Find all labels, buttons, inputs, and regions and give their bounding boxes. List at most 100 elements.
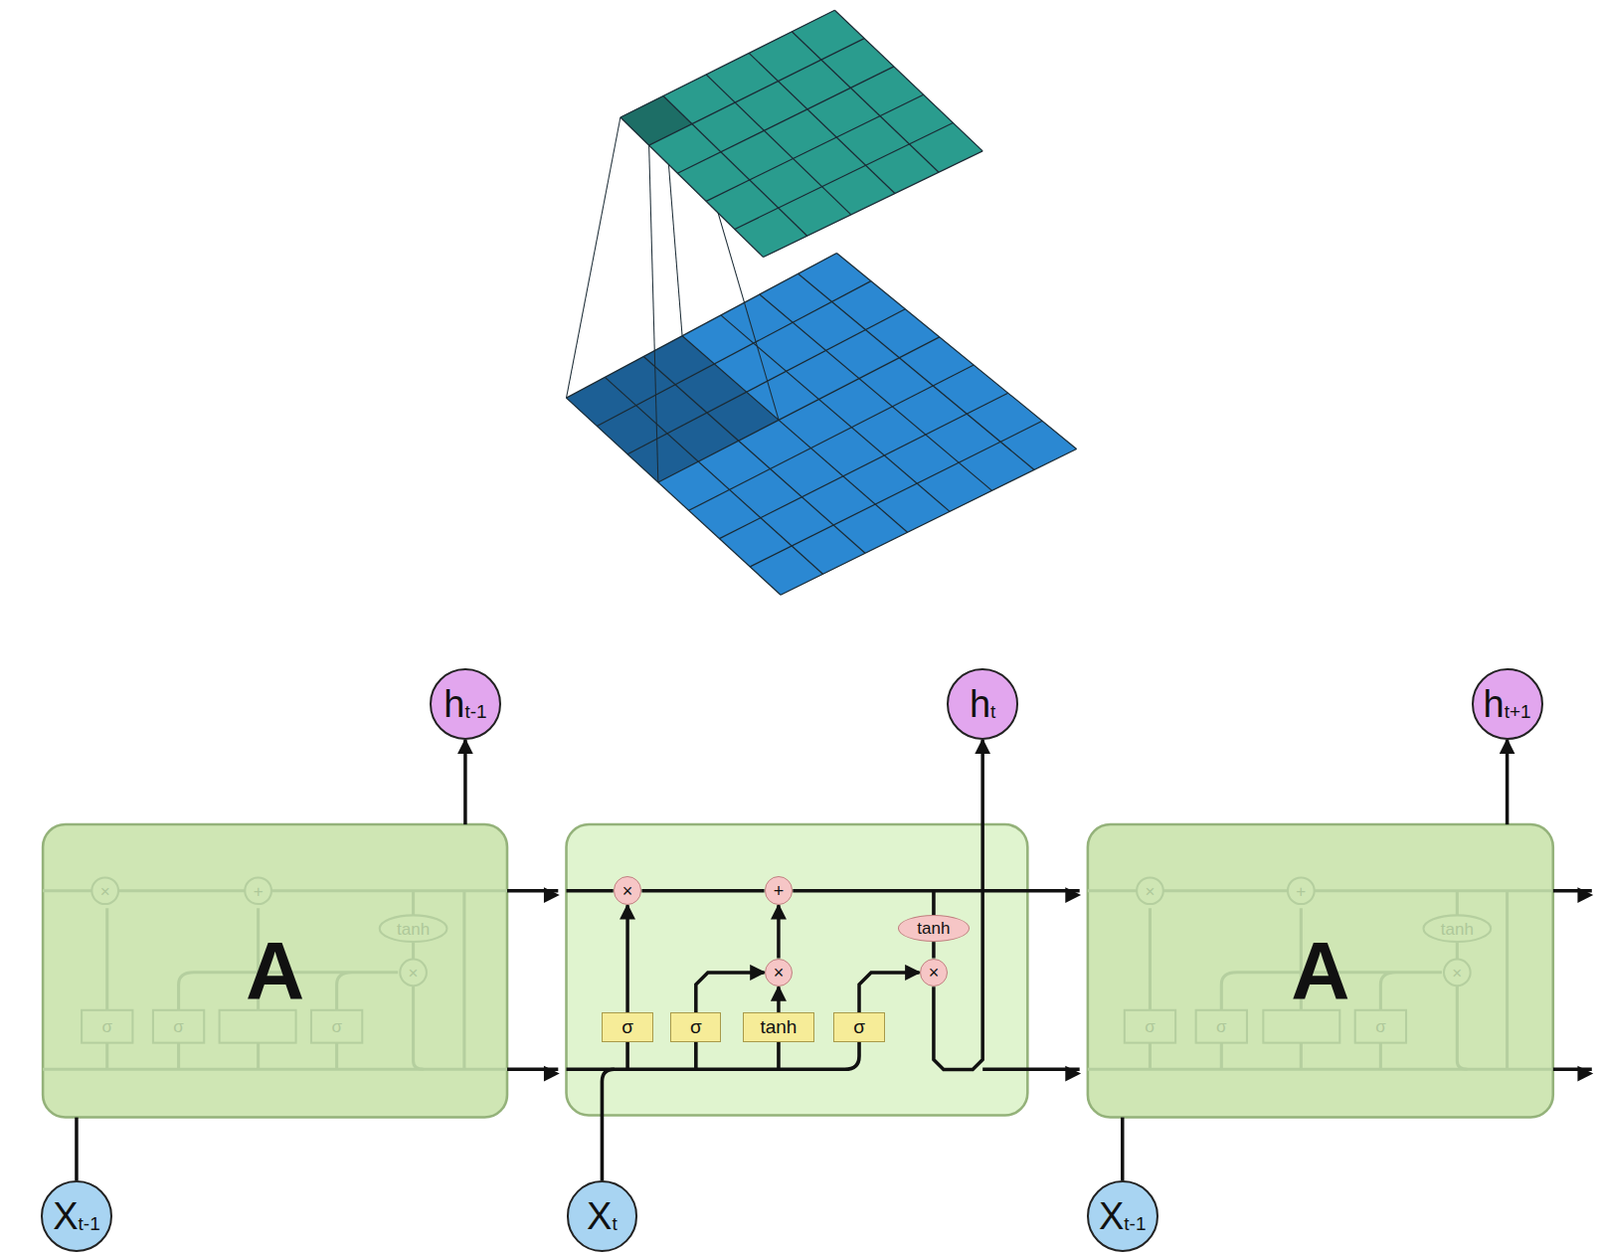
grid-line	[649, 145, 659, 483]
convolution-figure	[566, 9, 1077, 595]
hidden-state: ht+1	[1471, 668, 1544, 740]
faded-symbol: ×	[100, 882, 111, 899]
lstm-cell-label: A	[1087, 824, 1554, 1118]
node-text: h	[1483, 685, 1505, 723]
pointwise-op: +	[764, 876, 794, 905]
grid-line	[706, 94, 924, 201]
node-text: h	[969, 685, 991, 723]
faded-symbol: tanh	[1440, 919, 1474, 937]
grid-line	[763, 151, 984, 258]
gate-layer: σ	[670, 1012, 721, 1043]
connector	[1120, 1117, 1125, 1182]
lstm-cell	[566, 824, 1029, 1115]
grid-line	[734, 123, 954, 230]
connector	[625, 904, 630, 1013]
grid-line	[798, 273, 1035, 470]
faded-symbol: σ	[101, 1018, 113, 1036]
node-text: σ	[690, 1017, 703, 1037]
pointwise-op: ×	[919, 958, 949, 988]
node-text: ×	[773, 963, 785, 982]
ghost-wiring	[42, 890, 1554, 1070]
grid-line	[720, 315, 950, 512]
grid-line	[643, 356, 866, 554]
grid-line	[748, 52, 895, 193]
connector	[933, 739, 983, 1069]
node-text: h	[443, 685, 465, 723]
connector	[696, 972, 765, 1013]
faded-symbol: ×	[408, 963, 419, 981]
gate-layer: tanh	[742, 1012, 815, 1043]
grid-plane	[566, 252, 1077, 595]
connector	[776, 986, 781, 1013]
activation: tanh	[897, 914, 970, 942]
grid-line	[649, 38, 866, 147]
faded-symbol: σ	[1144, 1018, 1156, 1036]
grid-line	[791, 31, 939, 173]
connector	[641, 888, 764, 893]
grid-line	[658, 337, 940, 483]
node-text: ×	[622, 882, 634, 900]
subscript: t-1	[464, 702, 487, 721]
subscript: t-1	[78, 1214, 101, 1234]
faded-symbol: ×	[1451, 963, 1462, 981]
connector	[463, 739, 468, 825]
node-text: A	[1290, 929, 1350, 1012]
connector	[74, 1117, 79, 1182]
grid-line	[620, 117, 764, 258]
lstm-cell	[42, 824, 508, 1117]
hidden-state: ht-1	[429, 668, 502, 740]
input-node: Xt-1	[1086, 1180, 1159, 1252]
node-text: X	[586, 1197, 612, 1236]
node-text: ×	[928, 963, 940, 982]
grid-line	[759, 294, 993, 491]
grid-plane	[620, 95, 693, 146]
gate-layer: σ	[601, 1012, 653, 1043]
hidden-state: ht	[946, 668, 1019, 740]
grid-line	[566, 117, 621, 398]
node-text: X	[52, 1197, 78, 1236]
subscript: t+1	[1504, 702, 1532, 721]
connector	[776, 904, 781, 958]
node-text: σ	[621, 1017, 634, 1037]
node-text: σ	[853, 1017, 866, 1037]
pointwise-op: ×	[613, 876, 643, 905]
faded-symbol: tanh	[396, 919, 430, 937]
input-node: Xt-1	[40, 1180, 113, 1252]
grid-line	[682, 336, 907, 534]
grid-plane	[566, 336, 780, 483]
subscript: t-1	[1123, 1214, 1146, 1234]
lstm-cell-label: A	[42, 824, 508, 1118]
gate-layer: σ	[833, 1012, 885, 1043]
lstm-wiring	[507, 890, 1593, 1181]
node-text: A	[245, 929, 305, 1012]
lstm-cell	[1087, 824, 1554, 1117]
grid-line	[604, 376, 823, 574]
grid-line	[834, 9, 983, 152]
grid-line	[749, 420, 1043, 567]
grid-line	[780, 448, 1077, 595]
grid-line	[620, 9, 835, 118]
grid-line	[718, 392, 1008, 538]
grid-line	[706, 74, 852, 215]
faded-symbol: +	[253, 882, 264, 899]
input-node: Xt	[566, 1180, 639, 1252]
grid-line	[566, 397, 781, 595]
faded-symbol: ×	[1145, 882, 1156, 899]
faded-symbol: σ	[173, 1018, 184, 1036]
connector	[1505, 739, 1510, 825]
ghost-gates	[81, 877, 1491, 1043]
grid-line	[677, 66, 894, 174]
faded-symbol: σ	[1216, 1018, 1228, 1036]
grid-line	[689, 364, 975, 511]
connector	[859, 972, 920, 1013]
node-text: X	[1098, 1197, 1124, 1236]
faded-symbol: σ	[1375, 1018, 1387, 1036]
faded-symbol: σ	[331, 1018, 343, 1036]
node-text: tanh	[916, 919, 950, 937]
pointwise-op: ×	[764, 958, 794, 988]
grid-plane	[620, 9, 983, 257]
subscript: t	[611, 1214, 617, 1234]
node-text: tanh	[759, 1017, 797, 1037]
